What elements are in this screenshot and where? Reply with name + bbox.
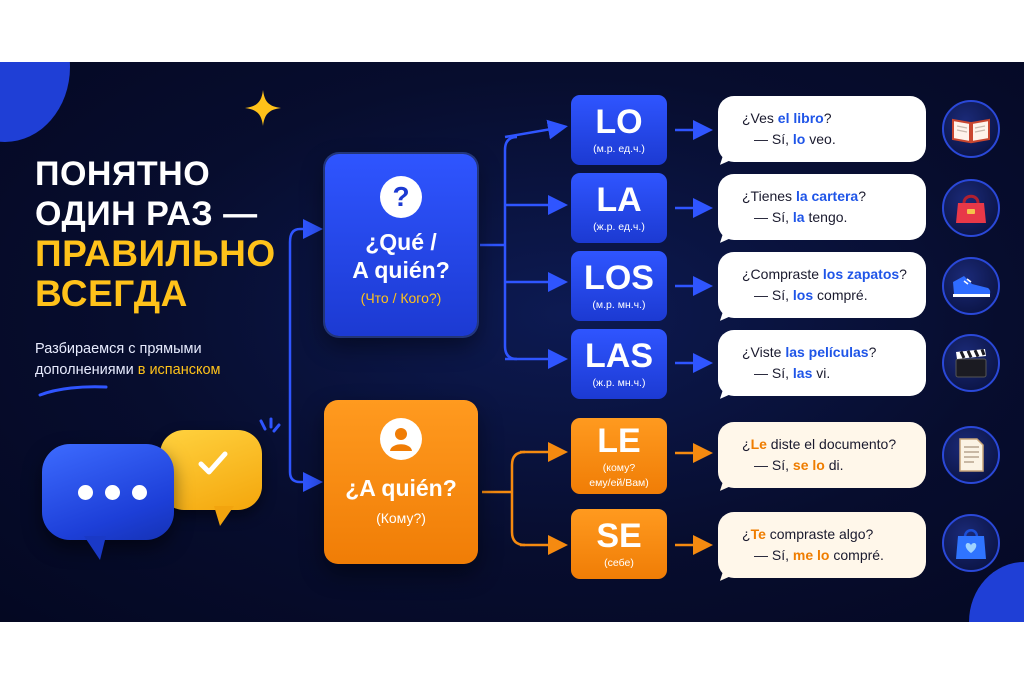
pronoun-meta: (себе)	[604, 557, 634, 569]
pronoun-word: LE	[597, 422, 641, 460]
pronoun-word: LA	[596, 181, 642, 219]
pronoun-meta: ему/ей/Вам)	[589, 477, 649, 489]
subtitle-line: дополнениями в испанском	[35, 360, 221, 381]
pronoun-meta: (м.р. мн.ч.)	[592, 299, 646, 311]
direct-object-question-box: ? ¿Qué / A quién? (Что / Кого?)	[325, 154, 477, 336]
headline-line: ОДИН РАЗ —	[35, 195, 258, 233]
example-question: ¿Ves el libro?	[742, 110, 832, 126]
pronoun-box-se: SE (себе)	[571, 509, 667, 579]
example-answer: — Sí, me lo compré.	[754, 547, 884, 563]
example-question: ¿Compraste los zapatos?	[742, 266, 907, 282]
handbag-icon	[942, 179, 1000, 237]
subtitle: Разбираемся с прямыми дополнениями в исп…	[35, 339, 221, 381]
underline-swoosh	[38, 385, 108, 397]
example-question: ¿Le diste el documento?	[742, 436, 897, 452]
example-question: ¿Te compraste algo?	[742, 526, 874, 542]
person-icon	[380, 418, 422, 460]
example-answer: — Sí, lo veo.	[754, 131, 836, 147]
document-icon	[942, 426, 1000, 484]
example-answer: — Sí, los compré.	[754, 287, 868, 303]
question-title: ¿Qué / A quién?	[325, 228, 477, 284]
connector-lines	[288, 119, 713, 555]
pronoun-meta: (ж.р. мн.ч.)	[592, 377, 646, 389]
example-question: ¿Tienes la cartera?	[742, 188, 867, 204]
headline-highlight: ПРАВИЛЬНО	[35, 233, 276, 274]
question-title-line: ¿Qué /	[365, 229, 437, 255]
pronoun-box-la: LA (ж.р. ед.ч.)	[571, 173, 667, 243]
book-icon	[942, 100, 1000, 158]
pronoun-meta: (м.р. ед.ч.)	[593, 143, 645, 155]
example-answer: — Sí, se lo di.	[754, 457, 844, 473]
spark-lines-icon	[259, 417, 281, 433]
headline-line: ПОНЯТНО	[35, 155, 211, 193]
example-answer: — Sí, la tengo.	[754, 209, 848, 225]
question-title: ¿A quién?	[345, 475, 457, 501]
question-title-line: A quién?	[352, 257, 450, 283]
indirect-object-question-box: ¿A quién? (Кому?)	[324, 400, 478, 564]
pronoun-meta: (кому?	[602, 462, 636, 474]
subtitle-line: Разбираемся с прямыми	[35, 341, 202, 357]
pronoun-box-le: LE (кому? ему/ей/Вам)	[571, 418, 667, 494]
example-answer: — Sí, las vi.	[754, 365, 831, 381]
example-bubble: ¿Tienes la cartera? — Sí, la tengo.	[718, 174, 926, 249]
pronoun-word: LOS	[584, 259, 654, 297]
example-question: ¿Viste las películas?	[742, 344, 877, 360]
sparkle-star-icon	[245, 90, 281, 126]
pronoun-box-las: LAS (ж.р. мн.ч.)	[571, 329, 667, 399]
example-bubble: ¿Te compraste algo? — Sí, me lo compré.	[718, 512, 926, 587]
pronoun-box-lo: LO (м.р. ед.ч.)	[571, 95, 667, 165]
infographic-banner: ПОНЯТНО ОДИН РАЗ — ПРАВИЛЬНО ВСЕГДА Разб…	[0, 62, 1024, 622]
pronoun-word: SE	[596, 517, 642, 555]
question-icon: ?	[380, 176, 422, 218]
example-bubble: ¿Viste las películas? — Sí, las vi.	[718, 330, 926, 405]
example-bubble: ¿Compraste los zapatos? — Sí, los compré…	[718, 252, 926, 327]
clapperboard-icon	[942, 334, 1000, 392]
pronoun-box-los: LOS (м.р. мн.ч.)	[571, 251, 667, 321]
question-subtitle: (Кому?)	[376, 510, 426, 526]
shopping-bag-icon	[942, 514, 1000, 572]
example-bubble: ¿Ves el libro? — Sí, lo veo.	[718, 96, 926, 171]
headline-highlight: ВСЕГДА	[35, 273, 188, 314]
sneaker-icon	[942, 257, 1000, 315]
pronoun-meta: (ж.р. ед.ч.)	[593, 221, 645, 233]
subtitle-text: дополнениями	[35, 362, 134, 378]
question-subtitle: (Что / Кого?)	[360, 290, 442, 306]
pronoun-word: LO	[595, 103, 643, 141]
headline: ПОНЯТНО ОДИН РАЗ — ПРАВИЛЬНО ВСЕГДА	[35, 154, 276, 314]
pronoun-word: LAS	[585, 337, 653, 375]
chat-bubble-icon	[42, 444, 174, 560]
checkmark-chat-bubble-icon	[160, 430, 262, 526]
subtitle-accent: в испанском	[137, 362, 221, 378]
example-bubble: ¿Le diste el documento? — Sí, se lo di.	[718, 422, 926, 497]
